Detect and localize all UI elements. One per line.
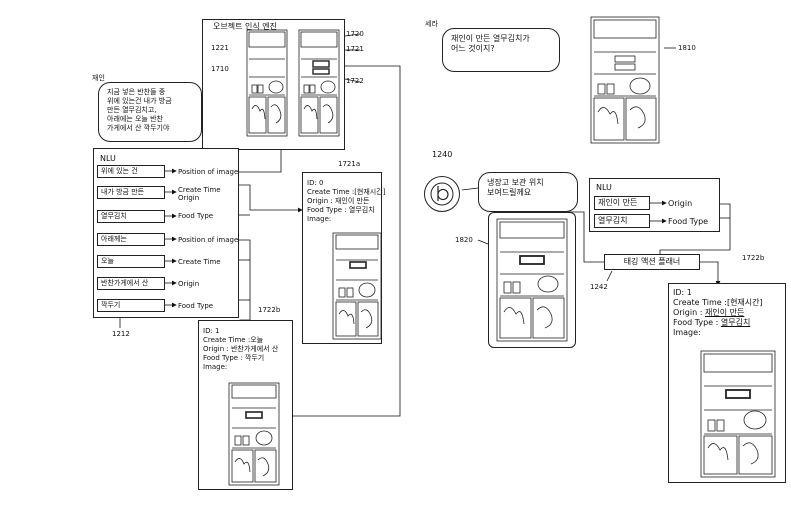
nlu-left-field: 열무김치 [97, 210, 165, 223]
jaein-line: 아래에는 오늘 반찬 [107, 115, 163, 123]
nlu-right-field: 열무김치 [594, 214, 650, 228]
label-1720: 1720 [346, 30, 364, 38]
sera-line: 어느 것이지? [451, 44, 495, 53]
card-image-label: Image: [203, 363, 228, 371]
label-1721: 1721 [346, 45, 364, 53]
nlu-left-field: 아래께는 [97, 233, 165, 246]
nlu-right-tag: Origin [668, 199, 693, 208]
nlu-left-field: 반찬가게에서 산 [97, 277, 165, 290]
label-1721a: 1721a [338, 160, 361, 168]
fridge-1820 [496, 218, 568, 342]
card-origin-value: 재인이 만든 [704, 308, 745, 317]
sera-speech-bubble: 재인이 만든 열무김치가 어느 것이지? [442, 28, 560, 72]
label-1722b-mid: 1722b [258, 306, 281, 314]
nlu-left-field: 깍두기 [97, 299, 165, 312]
nlu-left-field: 위에 있는 건 [97, 165, 165, 178]
card-food-type: Food Type : 깍두기 [203, 354, 265, 362]
nlu-left-tag: Food Type [178, 212, 214, 220]
label-1212: 1212 [112, 330, 130, 338]
object-engine-title: 오브젝트 인식 엔진 [213, 22, 277, 31]
jaein-name: 재인 [92, 74, 105, 82]
card-origin-key: Origin : [673, 308, 705, 317]
card-food-type: Food Type : 열무김치 [669, 318, 785, 328]
label-1820: 1820 [455, 236, 473, 244]
card-1722b-mid-fridge [228, 382, 280, 486]
nlu-left-tag: Create Time [178, 258, 221, 266]
tagging-action-planner: 태깅 액션 플래너 [604, 254, 700, 270]
card-1721a: ID: 0 Create Time :[현재시간] Origin : 재인이 만… [302, 172, 386, 344]
jaein-line: 위에 있는건 내가 방금 [107, 97, 172, 105]
card-origin: Origin : 반찬가게에서 산 [203, 345, 279, 353]
card-origin: Origin : 재인이 만든 [669, 308, 785, 318]
label-1221: 1221 [211, 44, 229, 52]
card-id: ID: 1 [203, 327, 220, 335]
card-1722b-mid: ID: 1 Create Time :오늘 Origin : 반찬가게에서 산 … [198, 320, 293, 490]
label-1710: 1710 [211, 65, 229, 73]
assistant-line: 보여드릴께요 [487, 188, 532, 197]
card-id: ID: 0 [307, 179, 324, 187]
nlu-left-field: 오늘 [97, 255, 165, 268]
label-1722b-right: 1722b [742, 254, 765, 262]
label-1722: 1722 [346, 77, 364, 85]
fridge-display-1820 [488, 212, 576, 348]
card-1722b-right-fridge [700, 350, 776, 478]
card-food-value: 열무김치 [720, 318, 751, 327]
planner-label: 태깅 액션 플래너 [623, 257, 681, 266]
jaein-line: 가게에서 산 깍두기야 [107, 124, 170, 132]
fridge-left [246, 29, 288, 137]
nlu-left-tag: Origin [178, 194, 200, 202]
assistant-bixby-icon [424, 176, 460, 212]
card-food-key: Food Type : [673, 318, 721, 327]
assistant-speech-bubble: 냉장고 보관 위치 보여드릴께요 [478, 172, 578, 212]
card-create-time: Create Time :오늘 [203, 336, 264, 344]
label-1810: 1810 [678, 44, 696, 52]
bixby-logo-icon [430, 182, 454, 206]
fridge-middle [298, 29, 340, 137]
card-1722b-right: ID: 1 Create Time :[현재시간] Origin : 재인이 만… [668, 283, 786, 483]
nlu-left-tag: Position of image [178, 236, 239, 244]
assistant-line: 냉장고 보관 위치 [487, 178, 544, 187]
card-1721a-fridge [332, 232, 382, 340]
nlu-right-title: NLU [596, 183, 612, 192]
card-origin: Origin : 재인이 만든 [307, 197, 370, 205]
sera-name: 세라 [425, 20, 438, 28]
label-1242: 1242 [590, 283, 608, 291]
card-create-time: Create Time :[현재시간] [307, 188, 386, 196]
jaein-line: 만든 열무김치고, [107, 106, 157, 114]
fridge-top-right [590, 16, 660, 144]
nlu-left-tag: Create Time [178, 186, 221, 194]
nlu-right-field: 재인이 만든 [594, 196, 650, 210]
label-1240: 1240 [432, 150, 453, 159]
card-create-time: Create Time :[현재시간] [673, 298, 763, 307]
card-image-label: Image: [307, 215, 332, 223]
sera-line: 재인이 만든 열무김치가 [451, 34, 530, 43]
card-food-type: Food Type : 열무김치 [307, 206, 375, 214]
nlu-left-tag: Food Type [178, 302, 214, 310]
jaein-speech-bubble: 지금 넣은 반찬들 중 위에 있는건 내가 방금 만든 열무김치고, 아래에는 … [98, 82, 202, 142]
nlu-left-title: NLU [100, 154, 116, 163]
nlu-left-tag: Position of image [178, 168, 239, 176]
card-image-label: Image: [673, 328, 701, 337]
card-id: ID: 1 [673, 288, 692, 297]
jaein-line: 지금 넣은 반찬들 중 [107, 88, 166, 96]
nlu-left-field: 내가 방금 만든 [97, 186, 165, 199]
nlu-left-tag: Origin [178, 280, 200, 288]
nlu-right-tag: Food Type [668, 217, 709, 226]
